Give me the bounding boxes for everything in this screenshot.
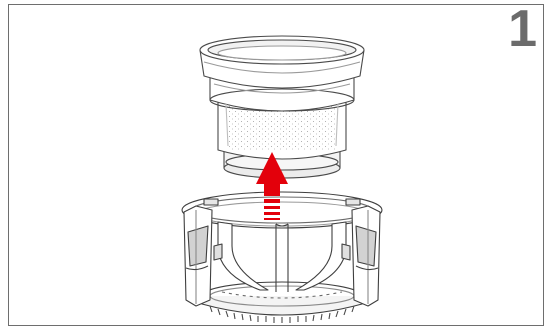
rotating-brush-icon [181, 191, 383, 323]
step-number: 1 [508, 0, 537, 58]
strainer-icon [199, 35, 365, 179]
up-arrow-icon [256, 152, 288, 220]
